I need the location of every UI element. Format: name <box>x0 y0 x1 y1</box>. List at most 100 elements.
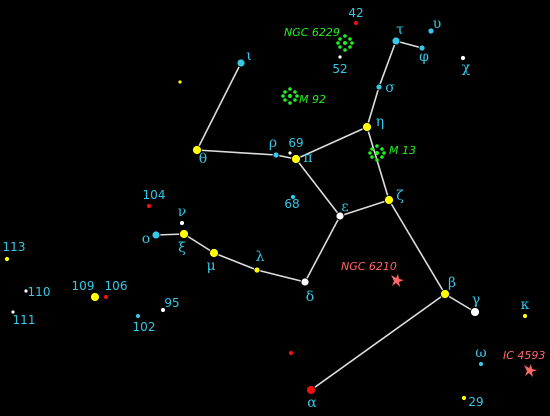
globular-dot <box>380 147 384 151</box>
star-label-tau: τ <box>396 22 404 38</box>
star-s95[interactable] <box>160 307 166 313</box>
star-s106[interactable] <box>103 294 109 300</box>
star-label-theta: θ <box>199 151 207 167</box>
dso-ic4593[interactable]: IC 4593 <box>503 349 545 377</box>
globular-dot <box>288 87 292 91</box>
star-lambda[interactable] <box>253 266 261 274</box>
star-s109[interactable] <box>90 292 100 302</box>
globular-dot <box>283 90 287 94</box>
star-omega[interactable] <box>478 361 484 367</box>
star-rho[interactable] <box>272 151 280 159</box>
star-s29[interactable] <box>461 395 467 401</box>
globular-dot <box>288 101 292 105</box>
constellation-line-theta-iota <box>196 62 242 151</box>
star-gamma[interactable] <box>470 307 480 317</box>
star-label-kappa: κ <box>521 297 530 313</box>
constellation-line-pi-epsilon <box>295 158 341 217</box>
star-label-s113: 113 <box>3 240 26 254</box>
star-label-omega: ω <box>475 345 486 361</box>
star-label-omicron: ο <box>142 231 150 247</box>
star-pi[interactable] <box>291 154 301 164</box>
globular-dot <box>380 155 384 159</box>
star-xi[interactable] <box>179 229 189 239</box>
star-label-delta: δ <box>306 289 314 305</box>
constellation-line-eta-pi <box>295 126 368 160</box>
star-label-alpha: α <box>307 395 317 411</box>
star-label-xi: ξ <box>178 240 186 256</box>
dso-ngc6210[interactable]: NGC 6210 <box>341 260 404 287</box>
dso-label-ic4593: IC 4593 <box>503 349 545 362</box>
star-chi[interactable] <box>460 55 466 61</box>
star-f2[interactable] <box>288 350 294 356</box>
star-phi[interactable] <box>418 44 426 52</box>
star-s68[interactable] <box>290 194 296 200</box>
globular-dot <box>370 155 374 159</box>
globular-dot <box>368 151 372 155</box>
star-s52[interactable] <box>337 54 343 60</box>
star-label-sigma: σ <box>385 80 395 96</box>
constellation-line-beta-zeta <box>388 199 446 295</box>
constellation-line-lambda-mu <box>213 252 258 271</box>
star-label-beta: β <box>448 275 456 291</box>
dso-m13[interactable]: M 13 <box>368 144 416 162</box>
constellation-line-eta-sigma <box>366 86 380 128</box>
constellation-line-mu-xi <box>183 233 215 254</box>
dso-label-m92: M 92 <box>299 93 326 106</box>
globular-dot <box>382 151 386 155</box>
star-alpha[interactable] <box>306 385 316 395</box>
star-label-s111: 111 <box>13 313 36 327</box>
star-s102[interactable] <box>135 313 141 319</box>
star-s69[interactable] <box>287 150 293 156</box>
star-s42[interactable] <box>353 20 359 26</box>
star-label-rho: ρ <box>269 135 277 151</box>
star-sigma[interactable] <box>375 83 383 91</box>
star-iota[interactable] <box>236 58 246 68</box>
constellation-line-alpha-beta <box>310 293 446 391</box>
globular-dot <box>375 151 379 155</box>
star-label-pi: π <box>303 150 312 166</box>
star-eta[interactable] <box>362 122 372 132</box>
dso-label-ngc6229: NGC 6229 <box>284 26 340 39</box>
star-kappa[interactable] <box>522 313 528 319</box>
star-s113[interactable] <box>4 256 10 262</box>
constellation-line-zeta-eta <box>366 126 390 201</box>
star-tau[interactable] <box>391 36 401 46</box>
star-mu[interactable] <box>209 248 219 258</box>
star-label-s95: 95 <box>164 296 179 310</box>
deep-sky-objects: NGC 6229 M 92 M 13 NGC 6210 IC 4593 <box>281 26 545 377</box>
star-omicron[interactable] <box>151 230 161 240</box>
star-zeta[interactable] <box>384 195 394 205</box>
star-beta[interactable] <box>440 289 450 299</box>
star-upsilon[interactable] <box>427 27 435 35</box>
star-delta[interactable] <box>300 277 310 287</box>
globular-dot <box>336 41 340 45</box>
star-f1[interactable] <box>177 79 183 85</box>
dso-ngc6229[interactable]: NGC 6229 <box>284 26 354 52</box>
planetary-nebula-icon <box>391 274 404 287</box>
star-label-chi: χ <box>462 60 471 76</box>
star-s104[interactable] <box>146 203 152 209</box>
star-epsilon[interactable] <box>335 211 345 221</box>
globular-dot <box>375 144 379 148</box>
star-nu[interactable] <box>179 220 185 226</box>
star-label-lambda: λ <box>256 249 265 265</box>
dso-m92[interactable]: M 92 <box>281 87 326 106</box>
star-label-eta: η <box>376 114 384 130</box>
constellation-line-epsilon-delta <box>304 215 341 283</box>
star-s111[interactable] <box>10 309 16 315</box>
dso-label-m13: M 13 <box>389 144 416 157</box>
star-label-s102: 102 <box>133 320 156 334</box>
globular-dot <box>288 94 292 98</box>
globular-dot <box>281 94 285 98</box>
star-s110[interactable] <box>23 288 29 294</box>
globular-dot <box>293 98 297 102</box>
star-theta[interactable] <box>192 145 202 155</box>
globular-dot <box>348 45 352 49</box>
globular-dot <box>375 158 379 162</box>
star-label-gamma: γ <box>472 292 480 308</box>
globular-dot <box>343 34 347 38</box>
constellation-line-sigma-tau <box>378 40 397 88</box>
star-label-s42: 42 <box>348 6 363 20</box>
